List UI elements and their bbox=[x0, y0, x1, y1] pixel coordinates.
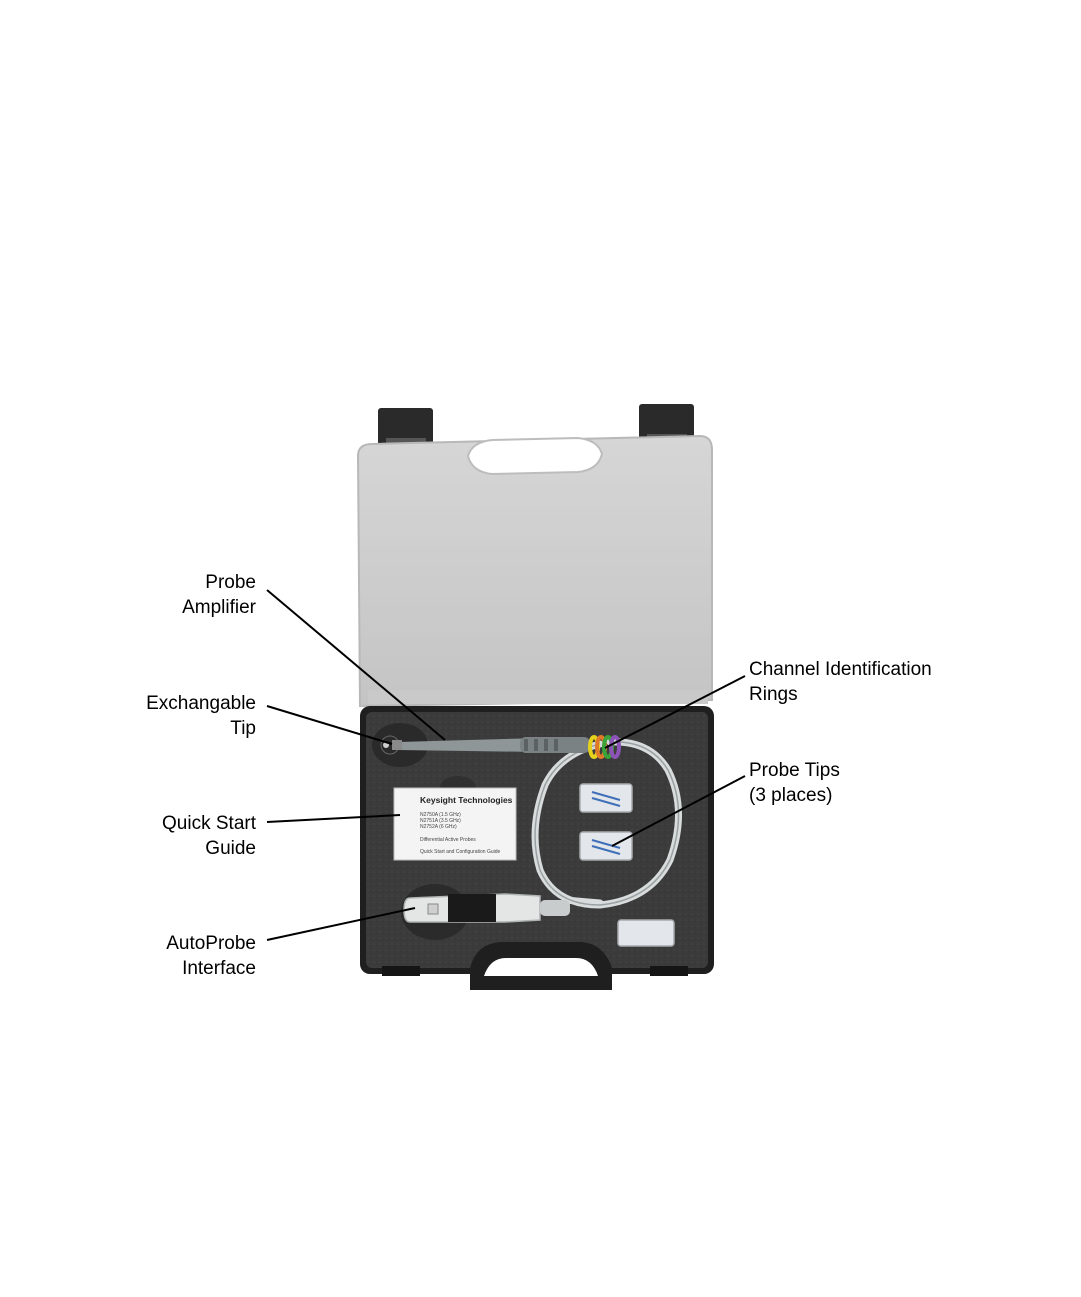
quick-start-guide-booklet: Keysight Technologies N2750A (1.5 GHz) N… bbox=[394, 788, 516, 860]
lid-handle-cutout bbox=[468, 438, 602, 474]
callout-channel-rings-line2: Rings bbox=[749, 682, 979, 707]
callout-probe-amplifier-line2: Amplifier bbox=[140, 595, 256, 620]
probe-tip-box-1 bbox=[580, 784, 632, 812]
callout-channel-rings-line1: Channel Identification bbox=[749, 657, 979, 682]
case-lid bbox=[358, 436, 712, 706]
callout-autoprobe-interface: AutoProbe Interface bbox=[130, 931, 256, 981]
callout-quick-start-guide-line2: Guide bbox=[130, 836, 256, 861]
callout-autoprobe-interface-line2: Interface bbox=[130, 956, 256, 981]
booklet-product: Differential Active Probes bbox=[420, 837, 476, 843]
callout-probe-amplifier-line1: Probe bbox=[140, 570, 256, 595]
callout-probe-tips-line2: (3 places) bbox=[749, 783, 909, 808]
callout-quick-start-guide-line1: Quick Start bbox=[130, 811, 256, 836]
booklet-subtitle: Quick Start and Configuration Guide bbox=[420, 849, 501, 855]
callout-exchangable-tip-line1: Exchangable bbox=[120, 691, 256, 716]
callout-exchangable-tip: Exchangable Tip bbox=[120, 691, 256, 741]
callout-autoprobe-interface-line1: AutoProbe bbox=[130, 931, 256, 956]
callout-probe-amplifier: Probe Amplifier bbox=[140, 570, 256, 620]
callout-probe-tips: Probe Tips (3 places) bbox=[749, 758, 909, 808]
booklet-model-3: N2752A (6 GHz) bbox=[420, 824, 457, 830]
probe-tip-box-2 bbox=[580, 832, 632, 860]
probe-tip-box-3 bbox=[618, 920, 674, 946]
callout-channel-rings: Channel Identification Rings bbox=[749, 657, 979, 707]
callout-probe-tips-line1: Probe Tips bbox=[749, 758, 909, 783]
booklet-brand: Keysight Technologies bbox=[420, 795, 513, 805]
callout-quick-start-guide: Quick Start Guide bbox=[130, 811, 256, 861]
callout-exchangable-tip-line2: Tip bbox=[120, 716, 256, 741]
